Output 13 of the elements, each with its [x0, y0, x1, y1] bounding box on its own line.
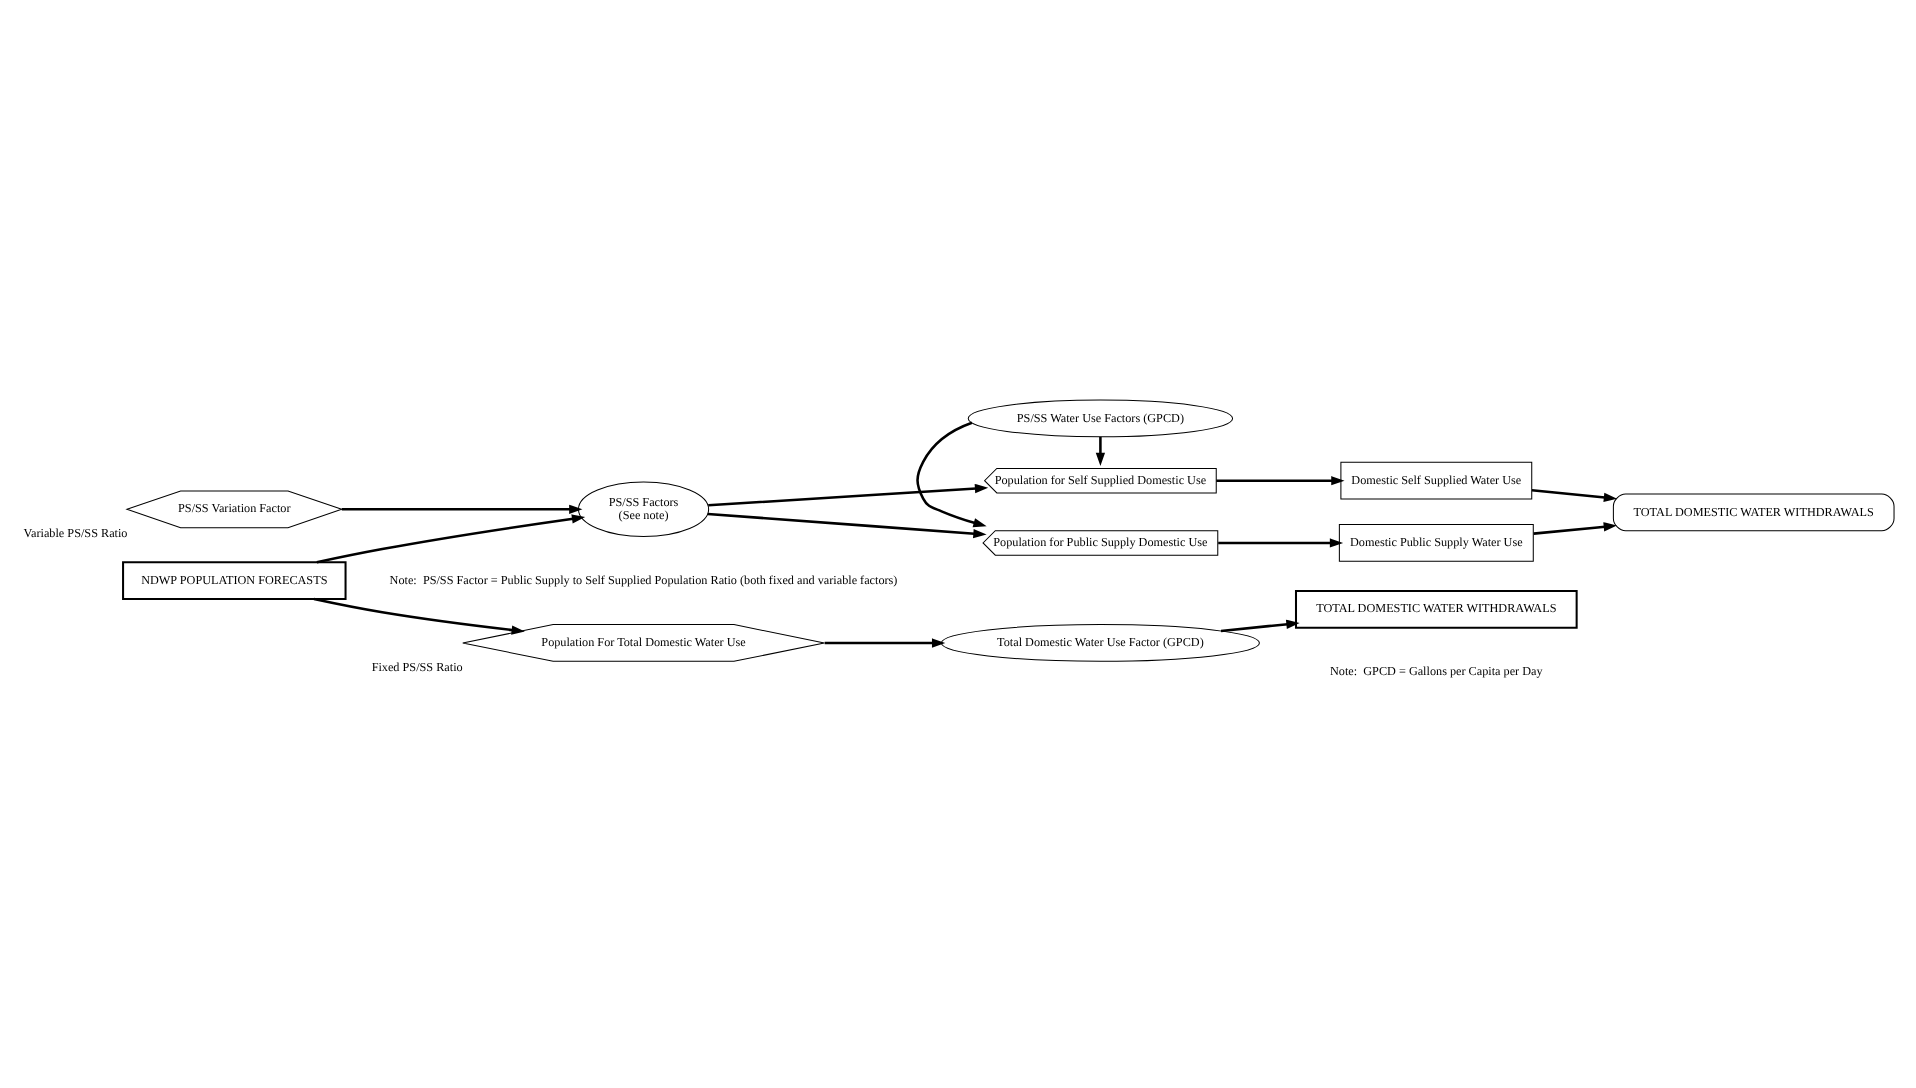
arrow — [315, 513, 585, 563]
arrow — [312, 596, 524, 634]
arrow — [915, 420, 986, 527]
arrow — [1217, 537, 1343, 547]
arrow — [1530, 487, 1617, 502]
arrow — [823, 637, 945, 647]
arrow — [1219, 618, 1299, 632]
arrow — [1532, 521, 1616, 534]
arrow — [1094, 435, 1105, 466]
arrow — [707, 482, 988, 506]
arrow — [1215, 475, 1344, 485]
arrow — [340, 503, 582, 513]
arrow — [706, 511, 986, 538]
